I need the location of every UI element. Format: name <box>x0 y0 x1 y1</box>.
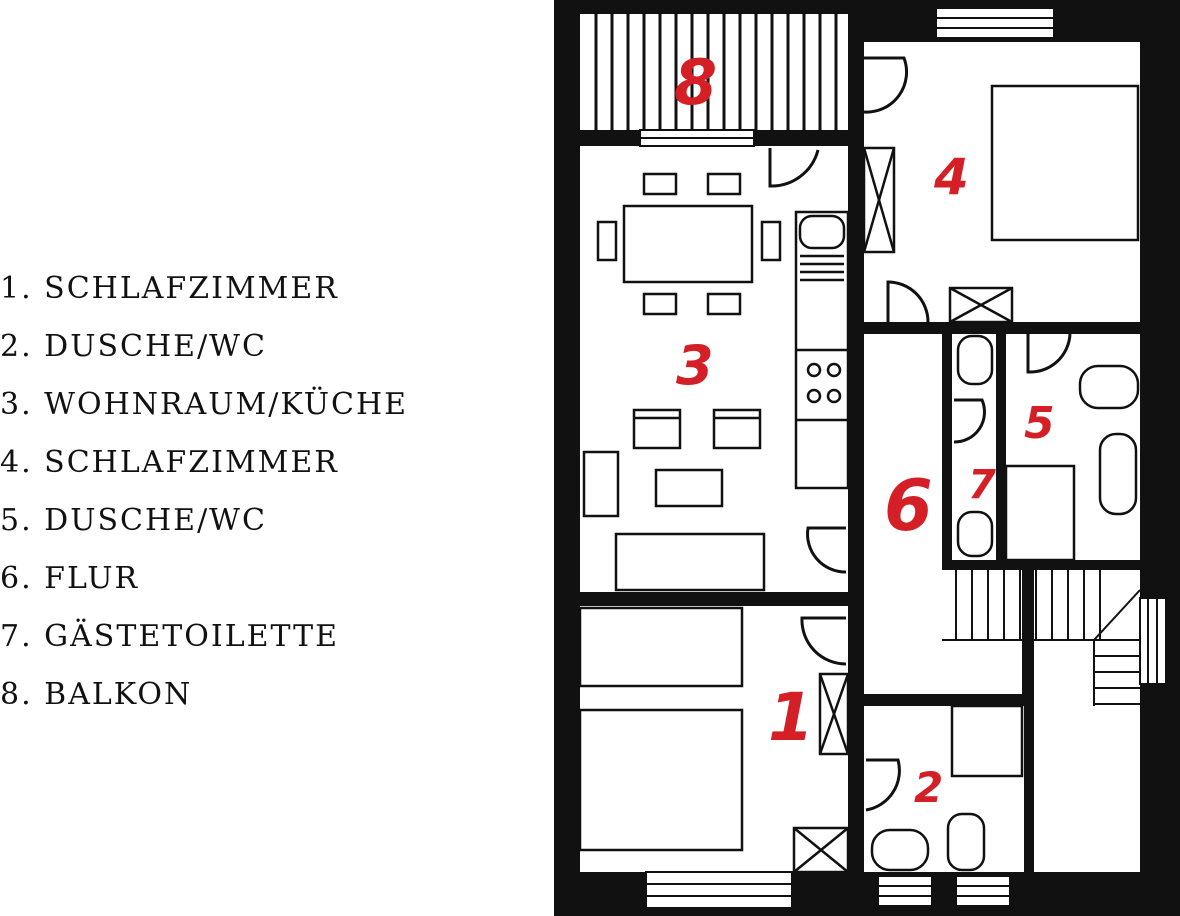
window <box>955 875 1011 907</box>
legend-number: 6. <box>0 561 33 596</box>
bed <box>578 606 744 688</box>
door <box>865 758 901 812</box>
door <box>806 526 847 574</box>
floor-hallway <box>864 334 942 694</box>
armchair <box>632 408 682 450</box>
chair <box>642 172 678 196</box>
room-number-4: 4 <box>933 148 969 206</box>
legend-item-4: 4. SCHLAFZIMMER <box>0 440 408 498</box>
stove-burner <box>826 388 842 404</box>
legend-label: FLUR <box>44 561 140 596</box>
shower <box>1004 464 1076 562</box>
room-number-2: 2 <box>914 763 943 812</box>
window <box>877 875 933 907</box>
legend-number: 3. <box>0 387 33 422</box>
legend-item-3: 3. WOHNRAUM/KÜCHE <box>0 382 408 440</box>
toilet <box>956 334 994 386</box>
tv-unit <box>582 450 620 518</box>
stove-burner <box>826 362 842 378</box>
shower <box>950 704 1024 778</box>
furniture <box>578 84 1140 874</box>
door <box>768 148 820 188</box>
staircase <box>942 570 1141 706</box>
chair <box>596 220 618 262</box>
room-number-7: 7 <box>968 462 996 508</box>
stove-burner <box>806 388 822 404</box>
windows <box>639 7 1167 909</box>
legend-number: 5. <box>0 503 33 538</box>
stove-burner <box>806 362 822 378</box>
room-number-6: 6 <box>884 465 933 547</box>
chair <box>706 172 742 196</box>
double-bed <box>990 84 1140 242</box>
chair <box>760 220 782 262</box>
window <box>645 871 793 909</box>
door <box>886 280 930 323</box>
legend-number: 1. <box>0 271 33 306</box>
legend-number: 4. <box>0 445 33 480</box>
legend-label: SCHLAFZIMMER <box>44 271 339 306</box>
toilet <box>1078 364 1140 410</box>
door <box>863 56 909 114</box>
legend-number: 8. <box>0 677 33 712</box>
room-number-8: 8 <box>674 46 717 119</box>
room-number-5: 5 <box>1024 398 1055 449</box>
legend-number: 7. <box>0 619 33 654</box>
legend-label: SCHLAFZIMMER <box>44 445 339 480</box>
toilet <box>946 812 986 872</box>
door <box>1026 333 1072 374</box>
floor-stairwell <box>1034 570 1140 872</box>
sink <box>798 214 846 250</box>
room-legend: 1. SCHLAFZIMMER 2. DUSCHE/WC 3. WOHNRAUM… <box>0 266 408 730</box>
legend-label: WOHNRAUM/KÜCHE <box>44 387 409 422</box>
legend-label: DUSCHE/WC <box>44 503 267 538</box>
legend-item-7: 7. GÄSTETOILETTE <box>0 614 408 672</box>
dining-table <box>622 204 754 284</box>
floor-hallway-lower <box>942 570 1022 694</box>
doors <box>768 56 1072 812</box>
balcony-slats <box>594 14 838 130</box>
armchair <box>712 408 762 450</box>
legend-label: GÄSTETOILETTE <box>44 619 340 654</box>
legend-number: 2. <box>0 329 33 364</box>
washbasin <box>870 828 930 872</box>
legend-item-2: 2. DUSCHE/WC <box>0 324 408 382</box>
window <box>935 7 1055 39</box>
room-number-1: 1 <box>768 679 814 756</box>
coffee-table <box>654 468 724 508</box>
chair <box>642 292 678 316</box>
washbasin <box>956 510 994 558</box>
legend-label: BALKON <box>44 677 193 712</box>
floor-plan: 1 2 3 4 5 6 7 8 <box>554 0 1180 916</box>
washbasin <box>1098 432 1138 516</box>
sofa <box>614 532 766 592</box>
legend-item-8: 8. BALKON <box>0 672 408 730</box>
chair <box>706 292 742 316</box>
door <box>800 616 847 666</box>
window <box>1139 597 1167 685</box>
legend-item-6: 6. FLUR <box>0 556 408 614</box>
room-number-3: 3 <box>676 334 714 397</box>
bed <box>578 708 744 852</box>
room-numbers: 1 2 3 4 5 6 7 8 <box>674 46 1055 812</box>
legend-item-5: 5. DUSCHE/WC <box>0 498 408 556</box>
legend-item-1: 1. SCHLAFZIMMER <box>0 266 408 324</box>
door <box>953 398 986 444</box>
legend-label: DUSCHE/WC <box>44 329 267 364</box>
